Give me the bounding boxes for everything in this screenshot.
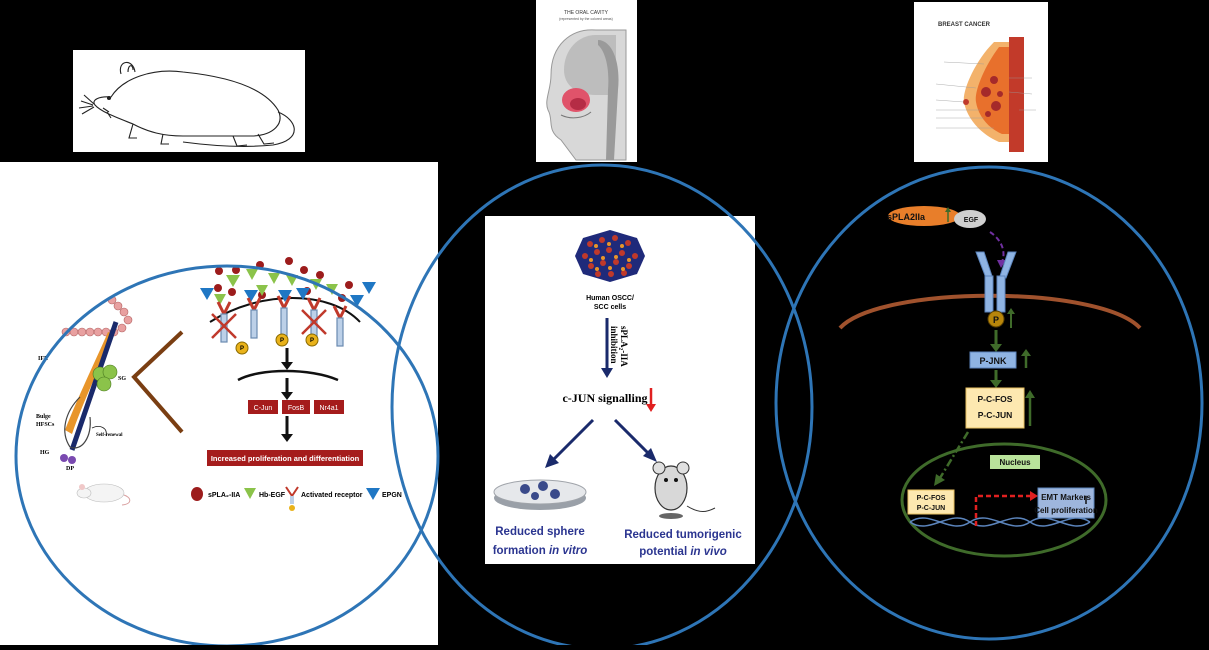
hair-follicle-illustration bbox=[60, 295, 133, 464]
gene-nr4a1: Nr4a1 bbox=[319, 405, 338, 412]
cell-membrane bbox=[209, 297, 361, 323]
svg-text:formation in vitro: formation in vitro bbox=[493, 545, 588, 557]
activated-receptor-icon bbox=[285, 486, 299, 511]
outcome-left-2: formation bbox=[493, 545, 546, 557]
gene-boxes: C-Jun FosB Nr4a1 bbox=[248, 400, 344, 414]
petri-dish-illustration bbox=[493, 479, 587, 510]
egf-label: EGF bbox=[964, 217, 979, 224]
dashed-binding-arrow bbox=[989, 231, 1005, 263]
middle-panel: Human OSCC/ SCC cells sPLA₂-IIA inhibiti… bbox=[485, 216, 755, 564]
label-dp: DP bbox=[66, 466, 74, 472]
receptors bbox=[211, 295, 348, 347]
cartoon-mouse-illustration bbox=[652, 461, 716, 519]
oral-title: THE ORAL CAVITY bbox=[564, 10, 609, 16]
pcfos-pcjun-box bbox=[965, 387, 1025, 429]
decrease-arrow-icon bbox=[646, 404, 656, 412]
oral-subtitle: (represented by the colored areas) bbox=[559, 17, 613, 21]
label-hg: HG bbox=[40, 450, 50, 456]
outcome-right-3: in vivo bbox=[690, 546, 726, 558]
svg-text:potential in vivo: potential in vivo bbox=[639, 546, 727, 558]
cells-label-1: Human OSCC/ bbox=[586, 295, 634, 302]
translocation-arrow bbox=[938, 431, 970, 479]
legend: sPLA₂-IIA Hb-EGF Activated receptor EPGN bbox=[191, 486, 402, 511]
dna-pcfos-pcjun-box bbox=[907, 489, 955, 515]
label-hfscs: HFSCs bbox=[36, 422, 55, 428]
emt-label: EMT Markers bbox=[1041, 493, 1091, 502]
dna-pcjun-label: P-C-JUN bbox=[917, 505, 945, 512]
emt-box bbox=[1037, 487, 1095, 519]
legend-receptor: Activated receptor bbox=[301, 492, 363, 499]
cell-cluster-illustration bbox=[575, 230, 645, 282]
p-label-2: P bbox=[280, 338, 284, 344]
label-sg: SG bbox=[118, 376, 126, 382]
spla2-ellipse bbox=[888, 206, 960, 226]
left-circle bbox=[14, 264, 440, 645]
p-label-3: P bbox=[310, 338, 314, 344]
prolif-label: Cell proliferation bbox=[1034, 506, 1098, 515]
p-circle-right bbox=[987, 310, 1005, 328]
egfr-receptor bbox=[975, 251, 1017, 313]
nuclear-membrane bbox=[237, 369, 339, 382]
inhibition-label-1: sPLA₂-IIA bbox=[619, 326, 629, 367]
mouse-image bbox=[73, 50, 305, 152]
outcome-left-1: Reduced sphere bbox=[495, 526, 584, 538]
red-circle-icon bbox=[191, 487, 203, 501]
p-label-right: P bbox=[993, 315, 999, 325]
label-bulge: Bulge bbox=[36, 414, 51, 420]
legend-hbegf: Hb-EGF bbox=[259, 492, 286, 499]
nucleus-outline bbox=[900, 442, 1108, 558]
signalling-label: c-JUN signalling bbox=[562, 391, 647, 405]
left-panel: IFE SG Bulge HFSCs Self-renewal HG DP bbox=[0, 162, 438, 645]
outcome-right-1: Reduced tumorigenic bbox=[624, 529, 742, 541]
white-mouse-illustration bbox=[76, 483, 131, 506]
outcome-right-2: potential bbox=[639, 546, 687, 558]
red-activation-arrow bbox=[974, 494, 1030, 526]
nucleus-tag bbox=[990, 455, 1040, 469]
gene-fosb: FosB bbox=[288, 405, 305, 412]
egf-ellipse bbox=[954, 210, 986, 228]
inhibition-label-2: inhibition bbox=[609, 326, 619, 364]
pjnk-box bbox=[969, 351, 1017, 369]
dna-helix bbox=[909, 517, 1091, 527]
legend-epgn: EPGN bbox=[382, 492, 402, 499]
middle-circle bbox=[390, 163, 814, 645]
outcome-text: Increased proliferation and differentiat… bbox=[211, 454, 360, 463]
bracket-connector bbox=[131, 330, 184, 434]
blue-triangle-icon bbox=[366, 488, 380, 500]
breast-cancer-image: BREAST CANCER bbox=[914, 2, 1048, 162]
venn-circles bbox=[14, 163, 1204, 645]
label-ife: IFE bbox=[38, 356, 48, 362]
gene-cjun: C-Jun bbox=[254, 405, 273, 412]
up-arrow-icon bbox=[945, 207, 951, 212]
phospho-markers: P P P bbox=[235, 333, 319, 355]
right-circle bbox=[774, 165, 1204, 641]
legend-spla2: sPLA₂-IIA bbox=[208, 492, 240, 499]
green-triangle-icon bbox=[244, 488, 256, 499]
dna-pcfos-label: P-C-FOS bbox=[917, 495, 946, 502]
breast-title: BREAST CANCER bbox=[938, 22, 991, 28]
nucleus-label: Nucleus bbox=[999, 458, 1031, 467]
label-self-renewal: Self-renewal bbox=[96, 433, 123, 438]
cells-label-2: SCC cells bbox=[594, 304, 626, 311]
p-label-1: P bbox=[240, 346, 244, 352]
pcjun-label: P-C-JUN bbox=[978, 410, 1012, 420]
pcfos-label: P-C-FOS bbox=[978, 394, 1013, 404]
pjnk-label: P-JNK bbox=[979, 356, 1007, 366]
outcome-left-3: in vitro bbox=[549, 545, 587, 557]
oral-cavity-image: THE ORAL CAVITY (represented by the colo… bbox=[536, 0, 637, 162]
outcome-box bbox=[207, 450, 363, 466]
spla2-label: sPLA2IIa bbox=[887, 212, 926, 222]
